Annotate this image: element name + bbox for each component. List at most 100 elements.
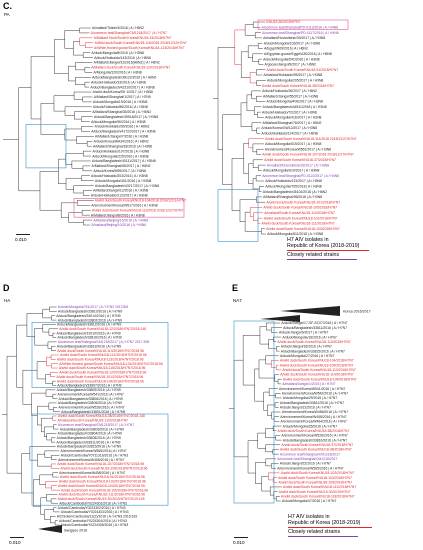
taxon-label: A/environment/Korea/W541/2016 | A / H7N7: [279, 387, 345, 391]
taxon-label: A/duck/Cambodia/Y0224305/2016 | A / H7N3: [60, 523, 128, 527]
taxon-label: A/duck/Bangladesh/33809/2016 | A / H7N9: [57, 388, 121, 392]
legend-line-2: Republic of Korea (2018-2019): [288, 520, 361, 527]
taxon-label: A/duck/Mongolia/610/2017 | A / H3N8: [263, 169, 319, 173]
taxon-label: A/wild duck/South Korea/KNU18-105/2018/H…: [61, 488, 148, 492]
taxon-label: A/wild duck/South Korea/KNU18-109/2018/H…: [280, 363, 354, 367]
segment-label: PA: [4, 12, 10, 17]
scale-bar: [16, 234, 30, 235]
taxon-label: A/duck/Jiangxi/9/2017 | A / H7N7: [279, 331, 328, 335]
taxon-label: A/duck/Mongolia/542/2016 | A / H3N8: [263, 57, 319, 61]
taxon-label: A/duck/Hokkaido/143/2016 | A / H5N6: [94, 56, 151, 60]
taxon-label: A/wild duck/South Korea/KNU18-118/2018/H…: [281, 495, 355, 499]
taxon-label: A/Egyptian goose/Egypt/A30/2016 | A / H5…: [264, 52, 332, 56]
taxon-label: A/wild duck/South Korea/KNU19-30/2019/H7…: [58, 497, 145, 501]
taxon-label: A/duck/Mongolia/205/2017 | A / H3N8: [267, 79, 323, 83]
taxon-label: A/duck/Bangladesh/33802/2016 | A / H7N9: [58, 318, 122, 322]
taxon-label: A/environment/Korea/W517/2016 | A / H3N8: [91, 204, 157, 208]
taxon-label: A/mallard/Jiangxi/1/2016 | A / H7N7: [282, 382, 335, 386]
taxon-label: A/duck/Cambodia/Y0224303/2016 | A / H7N3: [61, 510, 129, 514]
taxon-label: A/mallard/Novosibirsk/33/2017 | A / H3N8: [267, 163, 329, 167]
taxon-label: A/duck/Bangladesh/19210/2016 | A / H7N9: [56, 331, 120, 335]
taxon-label: A/wild duck/South Korea/KNU18-104/2018/H…: [57, 379, 144, 383]
legend-swatch-red: [288, 526, 372, 529]
taxon-label: A/wild duck/South Korea/KNU18-112/2018/H…: [60, 353, 147, 357]
taxon-label: A/duck/Hokkaido/72/2017 | A / H3N8: [262, 110, 317, 114]
taxon-label: A/environment/Korea/W528/2016 | A / H7N7: [281, 434, 347, 438]
scale-label: 0.010: [9, 540, 21, 545]
taxon-label: A/duck/Mongolia/519/2017 | A / H3N8: [265, 142, 321, 146]
taxon-label: A/wild duck/South Korea/KNU18-101/2018/H…: [266, 200, 340, 204]
legend-line-3: Closely related strains: [287, 252, 340, 259]
taxon-label: A/wild duck/South Korea/KNU18-91/2018/H7…: [266, 68, 338, 72]
taxon-label: A/duck/Bangladesh/33810/2016 | A / H7N9: [58, 310, 122, 314]
taxon-label: A/wild duck/South Korea/KNU18-113/2018 2…: [92, 208, 183, 212]
taxon-label: A/duck/Cambodia/Y0224302/2016 | A / H7N3: [58, 506, 126, 510]
taxon-label: A/environment/Korea/W456/2016 | A / H7N7: [282, 410, 348, 414]
taxon-label: A/Mallard/Jiangxi/B/2016 | A / H3N8: [91, 213, 145, 217]
legend-swatch-purple: [288, 535, 358, 538]
taxon-label: A/duck/Mongolia/16/2016 | A / H7N7: [282, 335, 337, 339]
taxon-label: A/duck/Jiangxi/22/2016 | A / H7N7: [280, 462, 331, 466]
taxon-label: A/duck/Hokkaido/59/2016 | A / H6N2: [95, 125, 150, 129]
scale-bar: [10, 537, 24, 538]
taxon-label: A/mallard/South Korea/KNU18-110/2018/H7N…: [57, 419, 128, 423]
taxon-label: A/wild duck/South Korea/KNU18-107/2018 2…: [262, 153, 354, 157]
taxon-label: A/Mallard/Shanghai/78/2017 | A / H6N2: [262, 121, 321, 125]
taxon-label: A/duck/Bangladesh/33816/2016 | A / H7N7: [283, 438, 347, 442]
taxon-label: A/common teal/Shanghai/PD-0122/2017 | A …: [262, 174, 339, 178]
taxon-label: A/Mallard Duck/South Korea/KNU18-33/2018…: [94, 36, 172, 40]
branches: [213, 19, 349, 242]
taxon-label: A/duck/Korea/M99/2017 | A / H3N8: [93, 169, 146, 173]
taxon-label: A/environment/Korea/W458/2016 | A / H7N7: [280, 415, 346, 419]
taxon-label: A/environment/Korea/W565/2016 | A / H7N7: [277, 466, 343, 470]
taxon-label: A/wild duck/South Korea/KNU18-105/2018/H…: [278, 480, 352, 484]
taxon-label: A/duck/Mongolia/19/2016 | A / H3N8: [93, 100, 148, 104]
taxa: A/duck/Mongolia/751/2017 | A / H7N3 2017…: [56, 305, 163, 527]
taxon-label: A/duck/Bangladesh/39918/2017 | A / H3N8: [94, 115, 158, 119]
taxon-label: A/duck/Mongolia/35/2016 | A / H7N7: [283, 424, 338, 428]
taxon-label: A/environment/Korea/W541/2016 | A / H7N7: [58, 392, 124, 396]
taxon-label: A/duck/Bangladesh/33805/2016 | A / H7N9: [58, 401, 122, 405]
taxon-label: A/goose/Jiangxi/9/2017 | A / H6N2: [265, 63, 317, 67]
taxon-label: A/duck/Bangladesh/33014/2016 | A / H7N9: [56, 314, 120, 318]
panel-c: C. PA A/mallard/Tottori/4/2016 | A / H6N…: [0, 0, 423, 270]
taxon-label: A/duck/Hokkaido/203/2016 | A / H3N8: [91, 174, 148, 178]
taxon-label: A/duck/Bangladesh/33815/2016 | A / H7N9: [57, 445, 121, 449]
taxon-label: A/wild duck/South Korea/KNU18-101/2018/H…: [56, 375, 143, 379]
taxon-label: A/Mallard/Jiangxi/31/2016(H6N2) | A / H6…: [94, 61, 160, 65]
taxon-label: A/mallard/Novosibirsk/30/2017 | A / H3N8: [263, 36, 325, 40]
taxon-label: A/duck/Mongolia/301/2016 | A / H3N8: [95, 179, 151, 183]
legend-line-2: Republic of Korea (2018-2019): [287, 243, 360, 250]
taxon-label: A/duck/Bangladesh/41722/2017 | A / H3N8: [91, 130, 155, 134]
taxon-label: A/duck/Hokkaido/107/2016 | A / H3N8: [92, 149, 149, 153]
taxon-label: A/wild duck/South Korea/KNU18-120/2018/H…: [59, 371, 146, 375]
taxon-label: A/duck/Mongolia/416/2017 | A / H3N8: [265, 116, 321, 120]
highlight-box: [31, 322, 169, 388]
highlight-box: [233, 320, 275, 504]
taxon-label: A/Wild duck/South Korea/KNU18-118/2018 2…: [95, 41, 187, 45]
taxon-label: A/wild duck/South Korea/KNU18-113/2018/H…: [57, 358, 144, 362]
taxon-label: A/mallard/South Korea/KNU18-110/2018/H7N…: [264, 211, 335, 215]
taxon-label: A/duck/Bangladesh/43217/2017 | A / H3N8: [95, 184, 159, 188]
collapsed-clade-triangle: [260, 315, 300, 322]
taxon-label: A/Mallard/Shanghai/1/2017 | A / H7N9: [94, 95, 151, 99]
taxon-label: A/duck/Bangladesh/33811/2016 | A / H7N9: [56, 440, 120, 444]
taxon-label: A/duck/Bangladesh/33815/2016 | A / H7N7: [281, 349, 345, 353]
taxon-label: A/Mallard/Jiangxi/7/2016 | A / H3N8: [95, 135, 148, 139]
taxon-label: A/wild duck/South Korea/KNU18-109/2018/H…: [61, 467, 148, 471]
highlight-box: [257, 19, 349, 30]
taxon-label: A/duck/Mongolia/751/2017 | A / H7N3 2017…: [58, 305, 129, 309]
scale-bar: [234, 537, 248, 538]
taxon-label: A/wild duck/South Korea/KNU18-37/2018/H7…: [264, 158, 336, 162]
taxon-label: A/duck/Bangladesh/33803/2016 | A / H7N9: [60, 427, 124, 431]
collapsed-clade-triangle: [280, 306, 340, 316]
taxon-label: A/duck/Cambodia/Y0224301/2016 | A / H7N3: [59, 501, 127, 505]
taxon-label: A/duck/Bangladesh/40111/2017 | A / H3N8: [92, 159, 156, 163]
taxon-label: A/duck/Hokkaido/131/2017 | A / H3N8: [265, 179, 322, 183]
legend-line-1: H7 AIV isolates in: [288, 514, 330, 520]
taxon-label: A/Mongolia/120/2016 | A / H3N8: [94, 71, 142, 75]
collapsed-clade: Sangyeo 2018: [38, 525, 87, 533]
panel-letter: D: [3, 283, 10, 293]
tree-e: A/duck/Jiangxi/17-SF-SC07/2016 | A / H7N…: [229, 306, 371, 504]
